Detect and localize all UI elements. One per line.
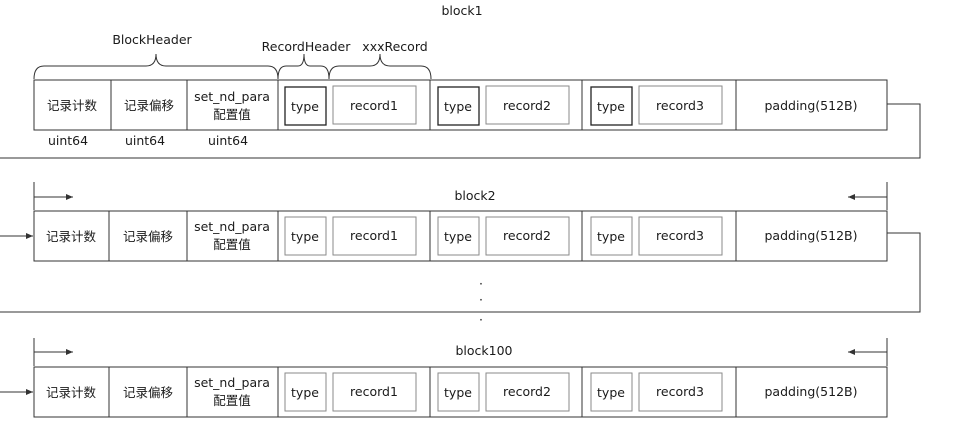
record-offset-cell: [108, 366, 188, 418]
padding-cell: [735, 79, 888, 131]
record1-label: record1: [350, 228, 398, 243]
type-label: type: [597, 99, 625, 114]
padding-label: padding(512B): [765, 98, 858, 113]
record3-label: record3: [656, 228, 704, 243]
type-box: [437, 216, 480, 256]
xxx-record-label: xxxRecord: [362, 39, 427, 54]
uint64-type-label: uint64: [125, 133, 165, 148]
record3-box: [638, 216, 723, 256]
record-offset-cell: [110, 79, 188, 131]
record-offset-label: 记录偏移: [123, 229, 173, 244]
config-label-line1: set_nd_para: [194, 89, 270, 104]
record-count-cell: [33, 366, 110, 418]
type-box: [437, 372, 480, 412]
record3-box: [638, 85, 723, 125]
record2-label: record2: [503, 228, 551, 243]
record-count-label: 记录计数: [46, 385, 97, 400]
record3-label: record3: [656, 98, 704, 113]
type-label: type: [444, 99, 472, 114]
record-header-label: RecordHeader: [262, 39, 352, 54]
config-label-line1: set_nd_para: [194, 375, 270, 390]
record-count-cell: [33, 79, 112, 131]
record1-box: [332, 372, 417, 412]
block-link-line: [0, 103, 921, 159]
padding-label: padding(512B): [765, 384, 858, 399]
record1-box: [332, 85, 417, 125]
block2-title: block2: [454, 188, 495, 203]
record-offset-cell: [108, 210, 188, 262]
type-box: [284, 372, 327, 412]
record-offset-label: 记录偏移: [123, 385, 173, 400]
block-header-brace: [33, 53, 279, 80]
type-label: type: [291, 99, 319, 114]
config-label-line2: 配置值: [213, 107, 251, 122]
block100-title: block100: [455, 343, 512, 358]
type-box: [437, 86, 480, 126]
record2-label: record2: [503, 98, 551, 113]
ellipsis-dot: ·: [479, 312, 483, 327]
record3-box: [638, 372, 723, 412]
ellipsis-dot: ·: [479, 292, 483, 307]
record3-label: record3: [656, 384, 704, 399]
type-label: type: [444, 229, 472, 244]
block-header-label: BlockHeader: [112, 32, 192, 47]
config-label-line2: 配置值: [213, 237, 251, 252]
ellipsis: · · ·: [479, 276, 483, 327]
block2: block2 记录计数 记录偏移 set_nd_para 配置值 type re…: [0, 182, 921, 313]
xxx-record-brace: [328, 53, 432, 80]
record1-box: [332, 216, 417, 256]
type-box: [590, 86, 633, 126]
record2-label: record2: [503, 384, 551, 399]
record1-label: record1: [350, 98, 398, 113]
record-offset-label: 记录偏移: [124, 98, 174, 113]
type-box: [284, 86, 327, 126]
config-label-line1: set_nd_para: [194, 219, 270, 234]
block100: block100 记录计数 记录偏移 set_nd_para 配置值 type …: [0, 338, 888, 418]
record-count-label: 记录计数: [46, 229, 97, 244]
config-cell: [186, 79, 279, 131]
type-box: [590, 372, 633, 412]
padding-cell: [735, 366, 888, 418]
padding-cell: [735, 210, 888, 262]
type-label: type: [597, 385, 625, 400]
uint64-type-label: uint64: [208, 133, 248, 148]
type-box: [284, 216, 327, 256]
record2-box: [485, 85, 570, 125]
uint64-type-label: uint64: [48, 133, 88, 148]
record2-box: [485, 372, 570, 412]
record2-box: [485, 216, 570, 256]
type-label: type: [597, 229, 625, 244]
block-link-line: [0, 232, 921, 313]
config-label-line2: 配置值: [213, 393, 251, 408]
record-count-label: 记录计数: [47, 98, 98, 113]
type-label: type: [291, 385, 319, 400]
record-header-brace: [277, 53, 330, 80]
padding-label: padding(512B): [765, 228, 858, 243]
type-box: [590, 216, 633, 256]
block1: block1 BlockHeader RecordHeader xxxRecor…: [0, 3, 921, 159]
type-label: type: [444, 385, 472, 400]
ellipsis-dot: ·: [479, 276, 483, 291]
record-count-cell: [33, 210, 110, 262]
record1-label: record1: [350, 384, 398, 399]
type-label: type: [291, 229, 319, 244]
block1-title: block1: [441, 3, 482, 18]
